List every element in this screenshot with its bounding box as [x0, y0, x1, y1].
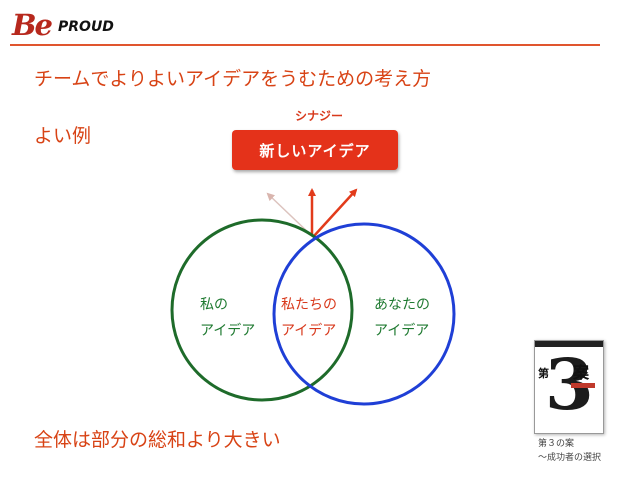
book-cover-prefix: 第: [538, 367, 549, 380]
arrow-left: [266, 192, 313, 237]
book-caption-line2: 〜成功者の選択: [538, 453, 602, 463]
logo-mark: Be: [12, 8, 53, 42]
slide-title: チームでよりよいアイデアをうむための考え方: [34, 68, 432, 90]
slide-subtitle: よい例: [34, 125, 92, 147]
arrow-right: [313, 188, 358, 237]
synergy-label: シナジー: [294, 109, 343, 123]
my-idea-line2: アイデア: [200, 323, 256, 339]
my-idea-line1: 私の: [200, 297, 228, 313]
header-rule: [10, 44, 600, 46]
our-idea-line1: 私たちの: [281, 297, 337, 313]
book-caption: 第３の案 〜成功者の選択: [538, 437, 601, 465]
be-proud-logo: Be PROUD: [12, 8, 132, 42]
your-idea-line2: アイデア: [374, 323, 430, 339]
bottom-statement: 全体は部分の総和より大きい: [34, 429, 281, 451]
new-idea-label: 新しいアイデア: [259, 141, 371, 160]
logo-word: PROUD: [58, 19, 114, 35]
new-idea-box: 新しいアイデア: [232, 130, 398, 170]
book-cover-image: 第 3 案: [534, 340, 604, 434]
book-cover-char: 案: [573, 363, 590, 382]
right-circle: [272, 222, 456, 406]
our-idea-line2: アイデア: [281, 323, 337, 339]
left-circle: [170, 218, 354, 402]
your-idea-line1: あなたの: [374, 297, 430, 313]
book-caption-line1: 第３の案: [538, 439, 575, 449]
